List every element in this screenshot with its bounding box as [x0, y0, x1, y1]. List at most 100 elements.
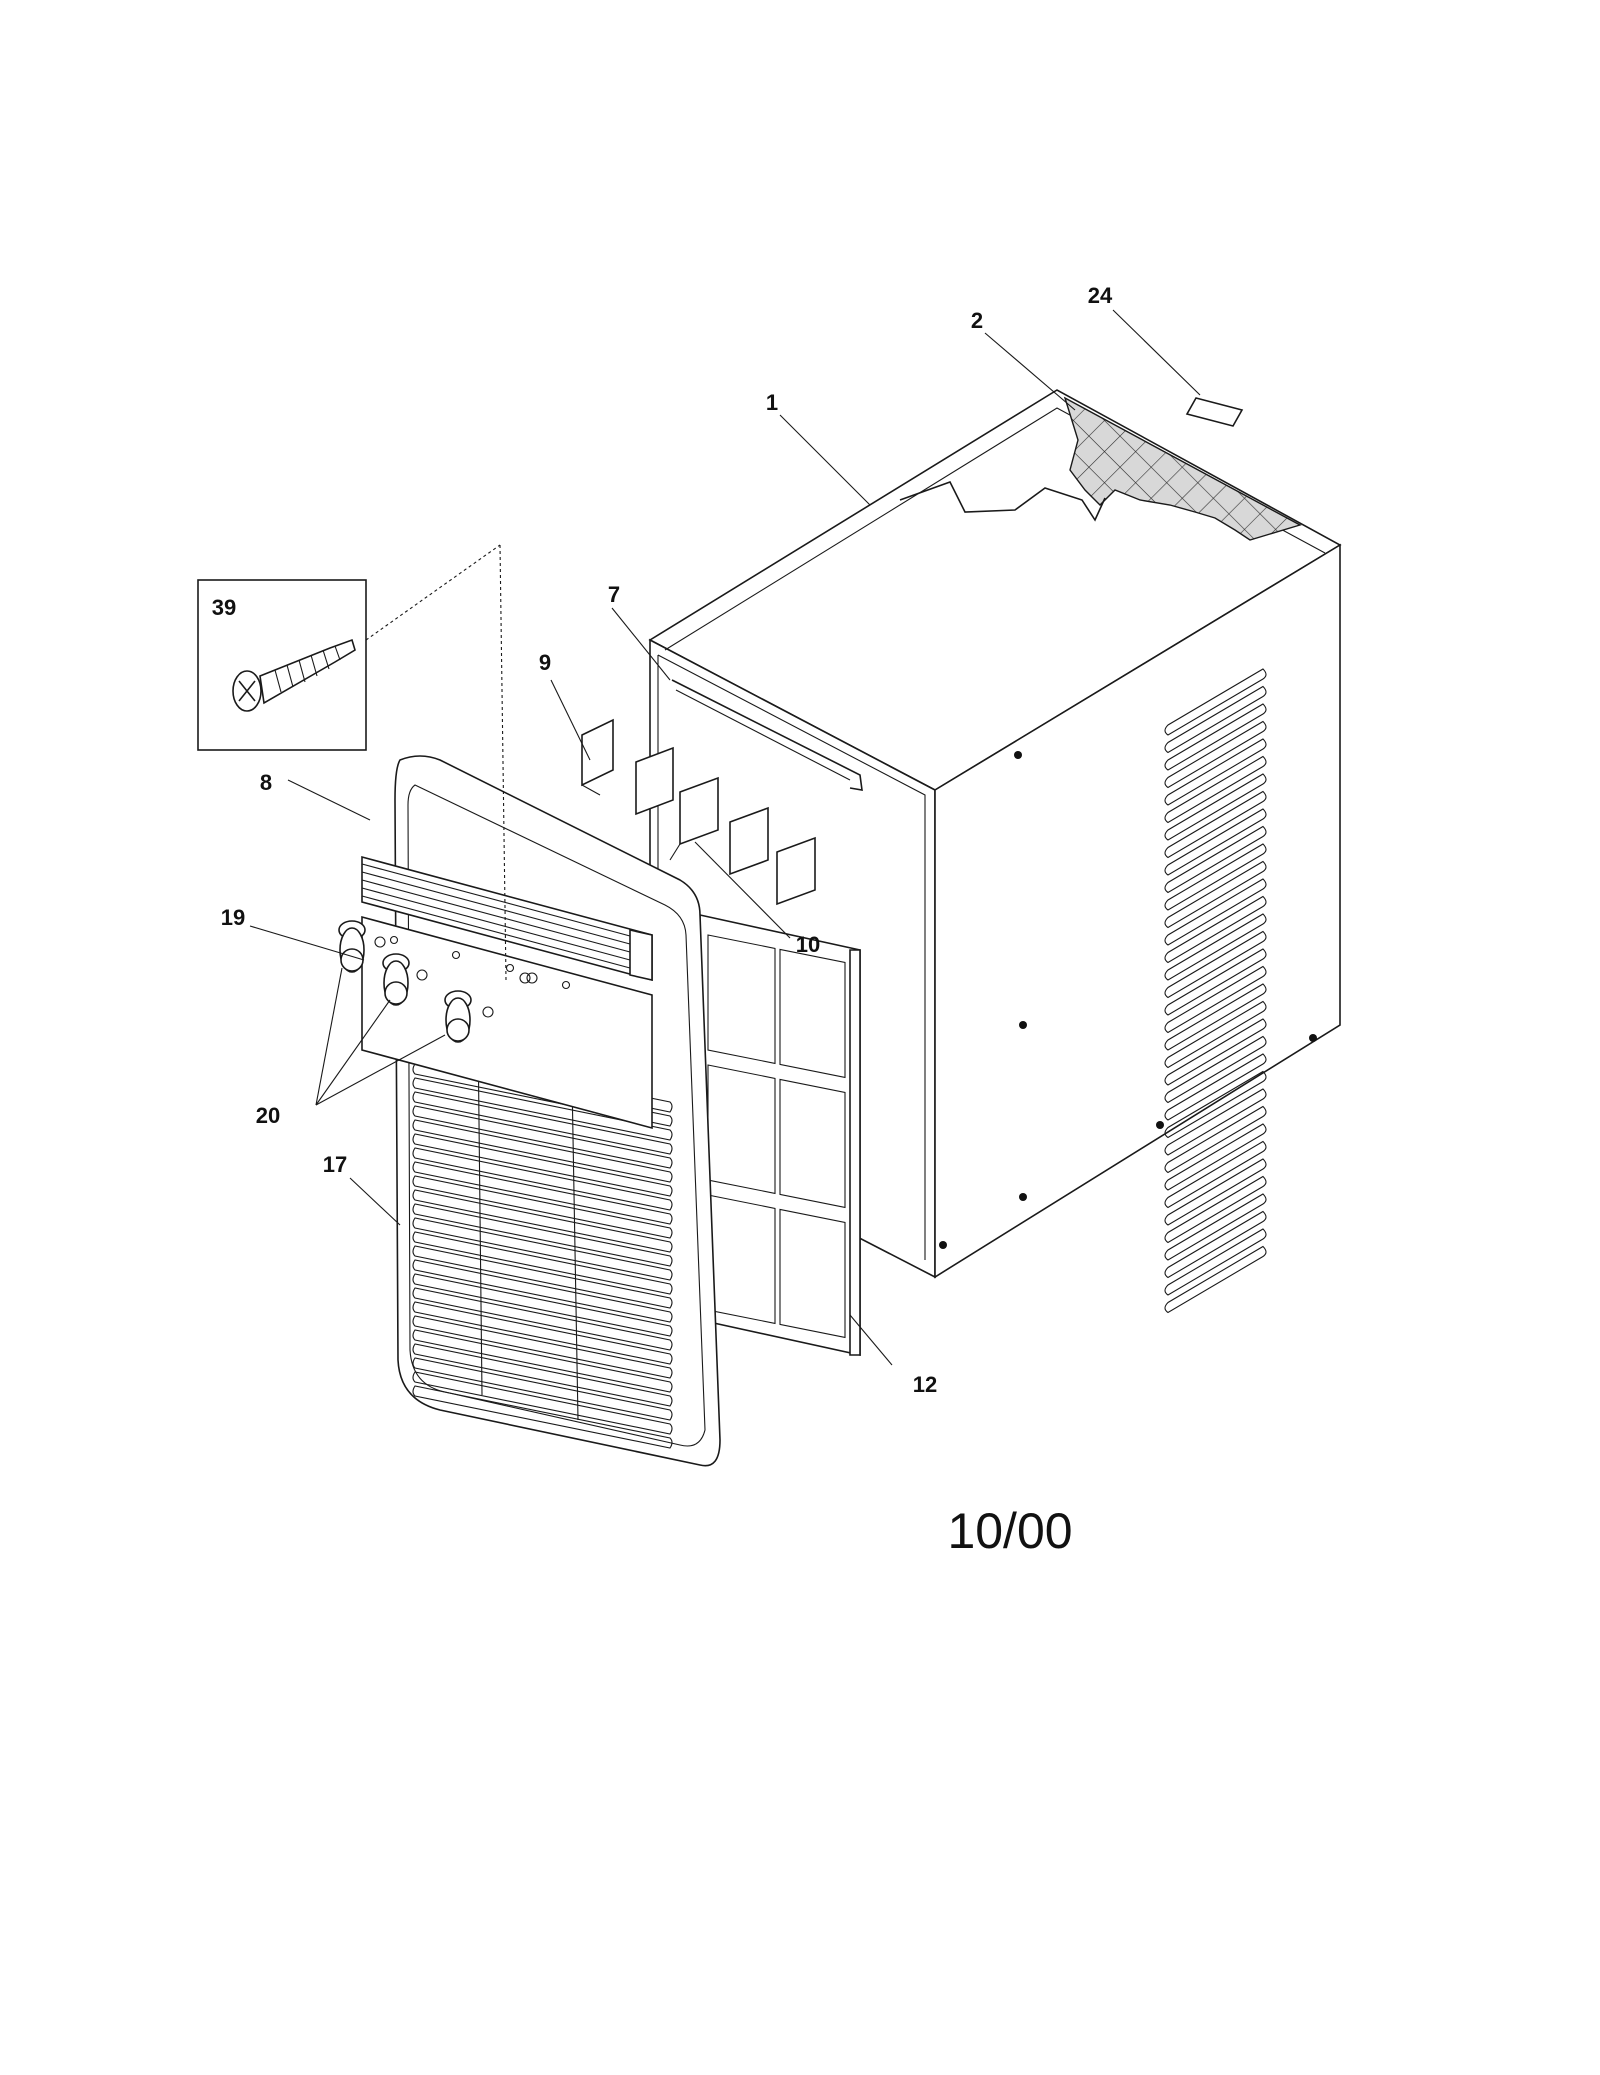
- side-louver-slot: [1164, 703, 1267, 771]
- side-louver-slot: [1164, 773, 1267, 841]
- side-louver-slot: [1164, 1193, 1267, 1261]
- knob-2: [382, 953, 428, 1006]
- side-louver-slot: [1164, 1228, 1267, 1296]
- grille-slat: [412, 1189, 673, 1253]
- grille-divider: [477, 1029, 483, 1396]
- side-louver-slot: [1164, 825, 1267, 894]
- grille-slat: [412, 1105, 673, 1169]
- side-louver-slot: [1164, 1088, 1267, 1156]
- side-louver-slot: [1164, 720, 1267, 789]
- side-louver-slot: [1164, 808, 1267, 876]
- side-louver-slot: [1164, 1105, 1267, 1174]
- side-louver-slot: [1164, 1210, 1267, 1279]
- callout-9: 9: [539, 650, 551, 675]
- grille-slat: [412, 1329, 673, 1393]
- grille-slat: [412, 1091, 673, 1155]
- grille-slat: [412, 1385, 673, 1449]
- discharge-louver: [361, 855, 653, 982]
- side-louver-slot: [1164, 895, 1267, 964]
- insulation-pad: [899, 396, 1302, 541]
- side-louver-slot: [1164, 738, 1267, 806]
- side-louver-slot: [1164, 965, 1267, 1034]
- side-louver-slot: [1164, 1123, 1267, 1191]
- callout-39: 39: [212, 595, 236, 620]
- side-louver-slot: [1164, 948, 1267, 1016]
- side-louvers: [1164, 668, 1267, 1314]
- air-filter: [699, 914, 861, 1356]
- grille-slat: [412, 1273, 673, 1337]
- grille-slat: [412, 1217, 673, 1281]
- rating-label: [1185, 397, 1244, 427]
- grille-slat: [412, 1315, 673, 1379]
- grille-slat: [412, 1133, 673, 1197]
- knob-1: [338, 920, 386, 973]
- side-louver-slot: [1164, 1035, 1267, 1104]
- side-louver-slot: [1164, 1245, 1267, 1314]
- filter-cell: [779, 1208, 846, 1339]
- grille-slat: [412, 1161, 673, 1225]
- grille-slat: [412, 1231, 673, 1295]
- louver-bar: [361, 879, 631, 953]
- callout-20: 20: [256, 1103, 280, 1128]
- filter-clip-1: [581, 718, 614, 796]
- grille-slat: [412, 1301, 673, 1365]
- filter-clip-4: [729, 806, 769, 876]
- filter-cell: [707, 934, 776, 1065]
- screw-inset: [197, 544, 507, 981]
- callout-24: 24: [1088, 283, 1113, 308]
- side-louver-slot: [1164, 878, 1267, 946]
- grille-slat: [412, 1245, 673, 1309]
- front-rail: [671, 679, 863, 791]
- cabinet-screw-holes: [939, 751, 1317, 1249]
- side-louver-slot: [1164, 1175, 1267, 1244]
- side-louver-slot: [1164, 1158, 1267, 1226]
- filter-cell: [779, 948, 846, 1079]
- side-louver-slot: [1164, 1053, 1267, 1121]
- grille-divider: [571, 1079, 579, 1421]
- grille-slat: [412, 1203, 673, 1267]
- grille-slat: [412, 1077, 673, 1141]
- side-louver-slot: [1164, 790, 1267, 859]
- louver-bar: [361, 871, 631, 945]
- grille-slat: [412, 1147, 673, 1211]
- side-louver-slot: [1164, 983, 1267, 1051]
- callout-2: 2: [971, 308, 983, 333]
- filter-clip-5: [776, 836, 816, 906]
- control-panel: [361, 915, 653, 1130]
- callout-8: 8: [260, 770, 272, 795]
- grille-slat: [412, 1259, 673, 1323]
- filter-clips: [581, 718, 816, 906]
- grille-slat: [412, 1371, 673, 1435]
- grille-slat: [412, 1175, 673, 1239]
- date-code: 10/00: [947, 1503, 1072, 1559]
- control-knobs: [338, 920, 494, 1043]
- grille-slat: [412, 1063, 673, 1127]
- grille-slat: [412, 1357, 673, 1421]
- grille-slat: [412, 1343, 673, 1407]
- side-louver-slot: [1164, 1070, 1267, 1139]
- callout-1: 1: [766, 390, 778, 415]
- side-louver-slot: [1164, 913, 1267, 981]
- callout-19: 19: [221, 905, 245, 930]
- filter-cell: [779, 1078, 846, 1209]
- leader-lines: [249, 309, 1201, 1366]
- callout-labels: 1 2 24 39 7 9 8 10 19 20 17 12: [212, 283, 1113, 1397]
- side-louver-slot: [1164, 755, 1267, 824]
- side-louver-slot: [1164, 1000, 1267, 1069]
- louver-bar: [361, 863, 631, 937]
- callout-17: 17: [323, 1152, 347, 1177]
- side-louver-slot: [1164, 1018, 1267, 1086]
- side-louver-slot: [1164, 1140, 1267, 1209]
- callout-10: 10: [796, 932, 820, 957]
- filter-clip-3: [669, 776, 719, 861]
- side-louver-slot: [1164, 860, 1267, 929]
- side-louver-slot: [1164, 843, 1267, 911]
- louver-bar: [361, 895, 631, 969]
- louver-bar: [361, 887, 631, 961]
- filter-clip-2: [635, 746, 674, 816]
- side-louver-slot: [1164, 668, 1267, 736]
- grille-slat: [412, 1119, 673, 1183]
- side-louver-slot: [1164, 930, 1267, 999]
